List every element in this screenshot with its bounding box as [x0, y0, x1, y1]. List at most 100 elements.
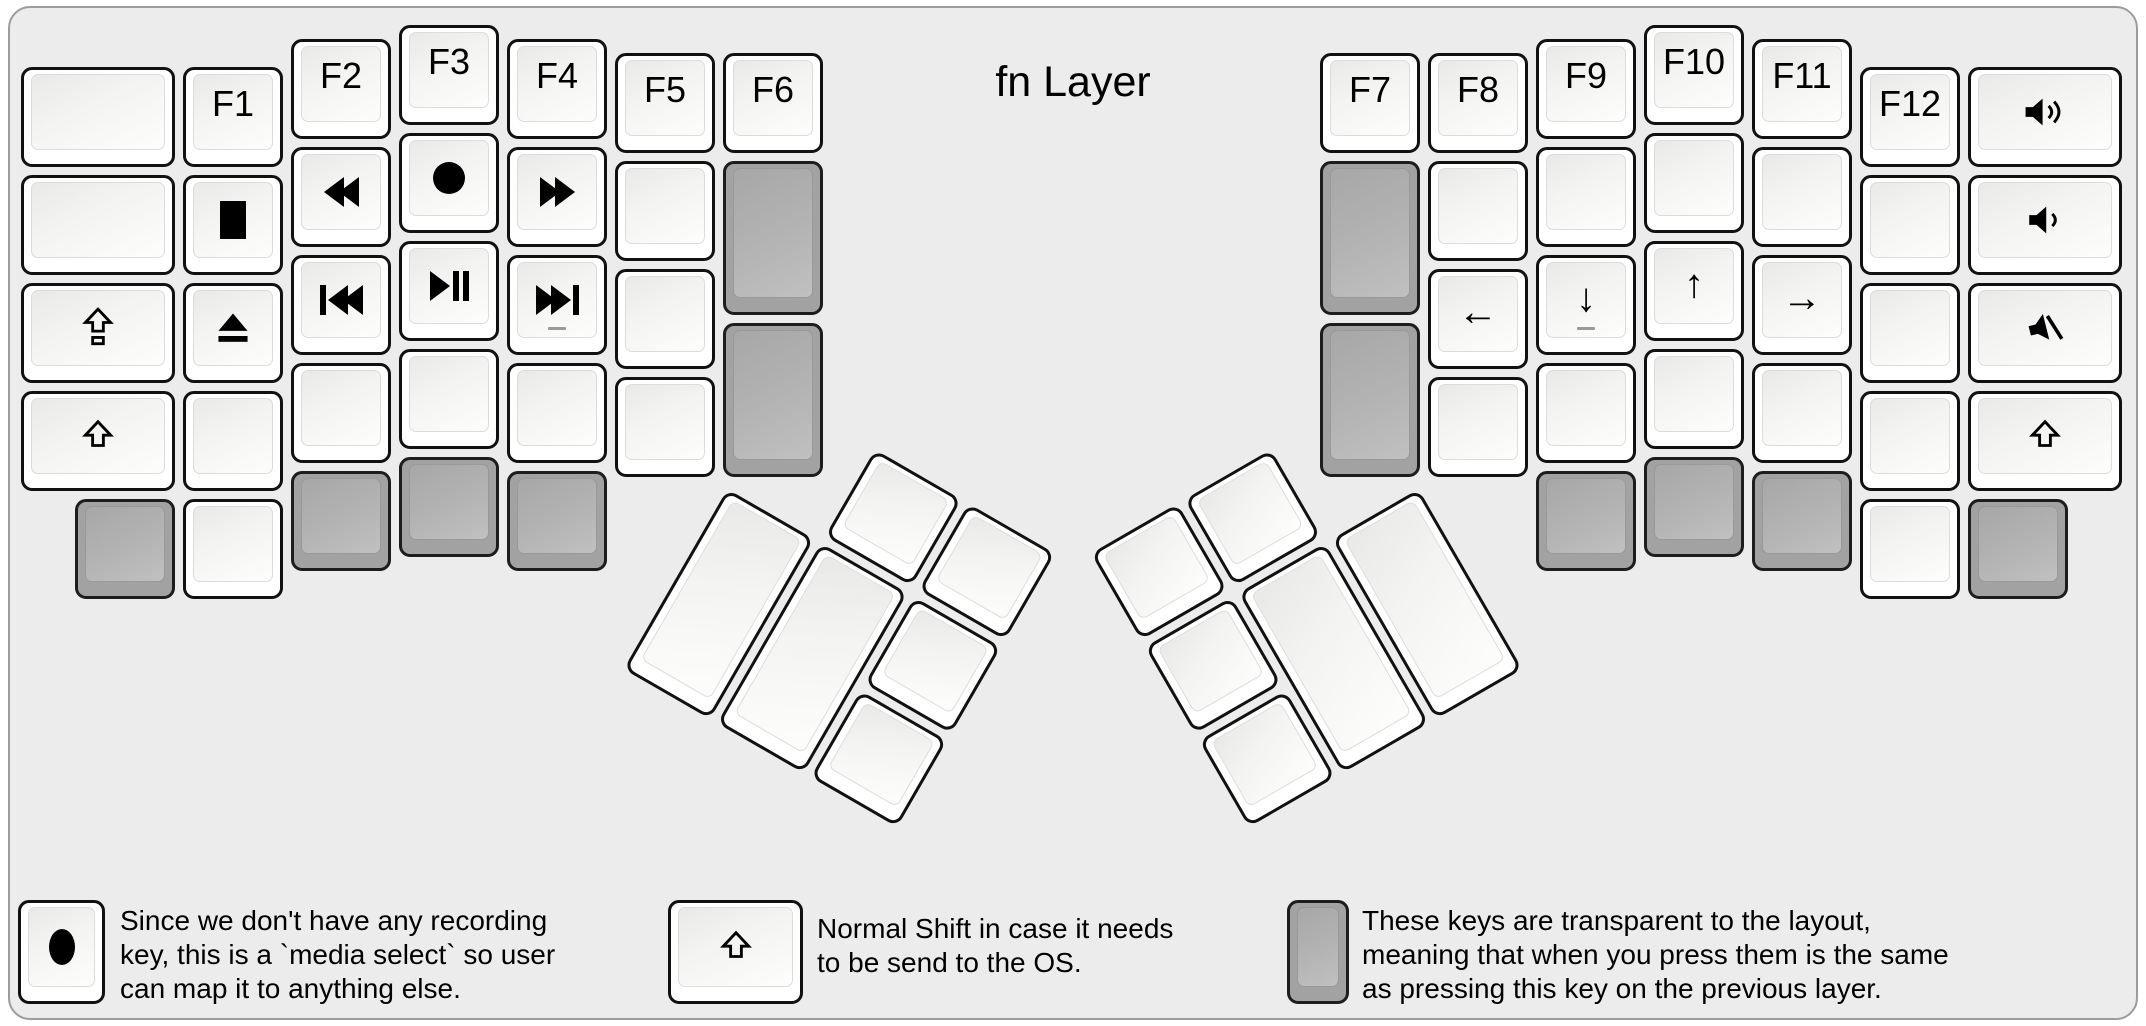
key-blank[interactable] — [21, 67, 175, 167]
keytop — [301, 154, 381, 230]
key-play-pause[interactable] — [399, 241, 499, 341]
keytop — [1330, 330, 1410, 460]
key-blank[interactable] — [1428, 377, 1528, 477]
keytop — [301, 478, 381, 554]
keytop: ↓ — [1546, 262, 1626, 338]
key-blank[interactable] — [1428, 161, 1528, 261]
volume-down-icon — [2029, 206, 2057, 234]
key-f7[interactable]: F7 — [1320, 53, 1420, 153]
key-blank[interactable] — [399, 349, 499, 449]
key-transparent[interactable] — [1644, 457, 1744, 557]
keytop — [625, 168, 705, 244]
keytop: F4 — [517, 46, 597, 122]
keytop: F8 — [1438, 60, 1518, 136]
key-transparent[interactable] — [1968, 499, 2068, 599]
key-shift-left[interactable] — [21, 391, 175, 491]
key-volume-up[interactable] — [1968, 67, 2122, 167]
key-transparent[interactable] — [291, 471, 391, 571]
keytop — [1978, 506, 2058, 582]
key-transparent[interactable] — [399, 457, 499, 557]
key-blank[interactable] — [1536, 147, 1636, 247]
key-stop[interactable] — [183, 175, 283, 275]
key-record[interactable] — [399, 133, 499, 233]
keytop — [1157, 608, 1265, 714]
keytop — [1978, 74, 2112, 150]
key-transparent[interactable] — [1536, 471, 1636, 571]
key-transparent[interactable] — [723, 323, 823, 477]
key-mute[interactable] — [1968, 283, 2122, 383]
keytop — [85, 506, 165, 582]
key-f2[interactable]: F2 — [291, 39, 391, 139]
keytop: F6 — [733, 60, 813, 136]
key-transparent[interactable] — [1320, 323, 1420, 477]
key-prev-track[interactable] — [291, 255, 391, 355]
keytop — [678, 907, 793, 987]
key-volume-down[interactable] — [1968, 175, 2122, 275]
key-label: F6 — [751, 69, 794, 110]
previous-track-icon — [319, 285, 363, 315]
key-blank[interactable] — [1644, 349, 1744, 449]
key-arrow-left[interactable]: ← — [1428, 269, 1528, 369]
key-f8[interactable]: F8 — [1428, 53, 1528, 153]
key-f9[interactable]: F9 — [1536, 39, 1636, 139]
key-label: F10 — [1662, 41, 1726, 82]
key-f1[interactable]: F1 — [183, 67, 283, 167]
key-blank[interactable] — [1860, 391, 1960, 491]
key-blank[interactable] — [1644, 133, 1744, 233]
keytop — [1870, 506, 1950, 582]
key-transparent[interactable] — [507, 471, 607, 571]
key-blank[interactable] — [507, 363, 607, 463]
key-f12[interactable]: F12 — [1860, 67, 1960, 167]
key-f5[interactable]: F5 — [615, 53, 715, 153]
keytop — [193, 182, 273, 258]
key-f10[interactable]: F10 — [1644, 25, 1744, 125]
homing-dash — [548, 327, 566, 330]
key-arrow-down[interactable]: ↓ — [1536, 255, 1636, 355]
keytop: ← — [1438, 276, 1518, 352]
key-blank[interactable] — [1752, 147, 1852, 247]
key-blank[interactable] — [183, 499, 283, 599]
key-f6[interactable]: F6 — [723, 53, 823, 153]
key-blank[interactable] — [183, 391, 283, 491]
key-shift-right[interactable] — [1968, 391, 2122, 491]
key-label: F5 — [643, 69, 686, 110]
key-blank[interactable] — [615, 269, 715, 369]
key-blank[interactable] — [1752, 363, 1852, 463]
keytop — [31, 182, 165, 258]
legend-line: meaning that when you press them is the … — [1362, 939, 1949, 970]
key-f11[interactable]: F11 — [1752, 39, 1852, 139]
key-transparent[interactable] — [1320, 161, 1420, 315]
key-blank[interactable] — [1860, 175, 1960, 275]
key-label: F11 — [1772, 55, 1832, 96]
keytop — [1978, 290, 2112, 366]
key-f4[interactable]: F4 — [507, 39, 607, 139]
keytop — [1762, 370, 1842, 446]
key-fast-forward[interactable] — [507, 147, 607, 247]
key-blank[interactable] — [1536, 363, 1636, 463]
arrow-icon: ↓ — [1576, 275, 1596, 320]
key-blank[interactable] — [615, 161, 715, 261]
key-blank[interactable] — [1860, 283, 1960, 383]
mute-icon — [2028, 314, 2064, 340]
keytop: F2 — [301, 46, 381, 122]
keytop — [1654, 356, 1734, 432]
key-next-track[interactable] — [507, 255, 607, 355]
key-transparent[interactable] — [75, 499, 175, 599]
key-arrow-right[interactable]: → — [1752, 255, 1852, 355]
shift-icon — [82, 419, 114, 447]
fast-forward-icon — [539, 177, 575, 207]
key-caps-lock[interactable] — [21, 283, 175, 383]
key-blank[interactable] — [1860, 499, 1960, 599]
key-blank[interactable] — [21, 175, 175, 275]
key-blank[interactable] — [291, 363, 391, 463]
key-rewind[interactable] — [291, 147, 391, 247]
key-eject[interactable] — [183, 283, 283, 383]
key-f3[interactable]: F3 — [399, 25, 499, 125]
key-blank[interactable] — [615, 377, 715, 477]
key-transparent[interactable] — [1752, 471, 1852, 571]
keytop — [193, 506, 273, 582]
key-transparent[interactable] — [723, 161, 823, 315]
key-arrow-up[interactable]: ↑ — [1644, 241, 1744, 341]
key-label: F2 — [319, 55, 362, 96]
keytop — [31, 398, 165, 474]
